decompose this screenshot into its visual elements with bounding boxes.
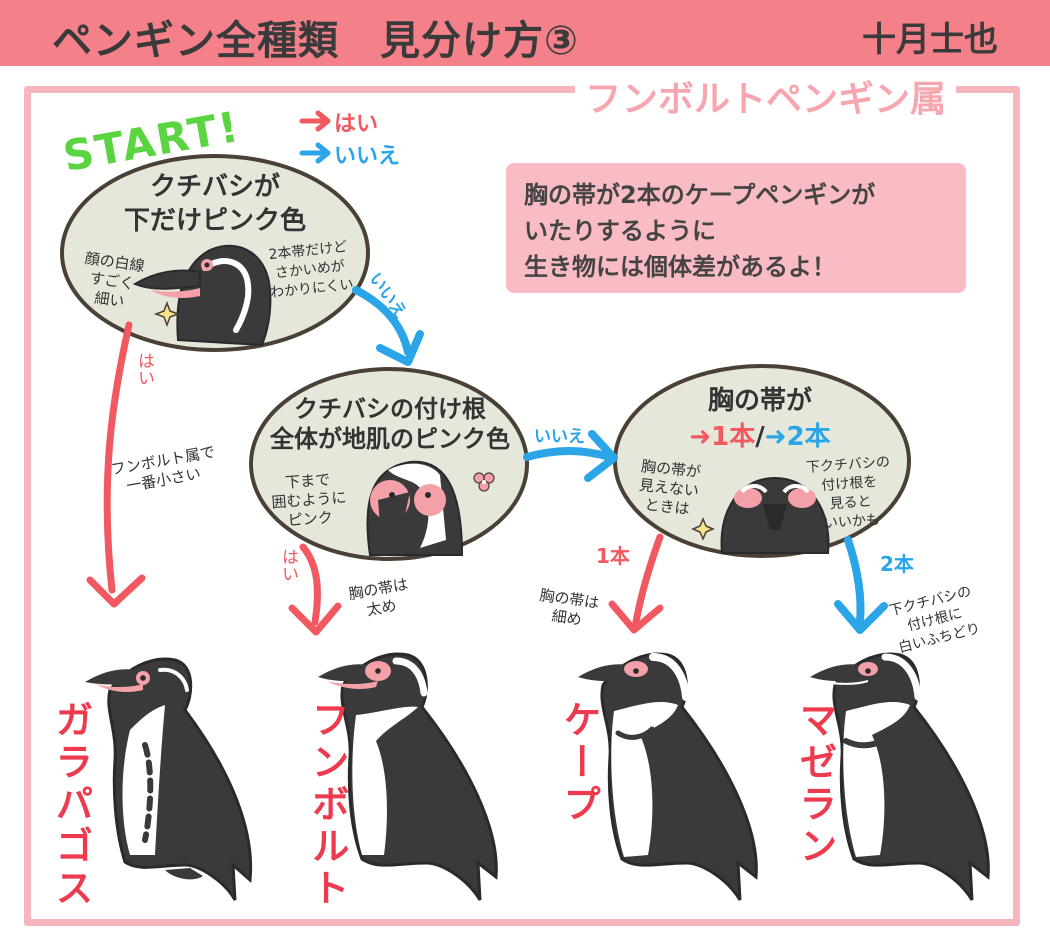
sparkle-icon	[153, 300, 181, 328]
legend-no-arrow	[299, 142, 331, 164]
branch-label-q3-one: 1本	[596, 544, 630, 568]
option-one-arrow: ➜	[689, 422, 712, 452]
arrow-q1-no	[352, 286, 412, 356]
species-cape: ケープ	[557, 700, 601, 826]
q3-left-note: 胸の帯が 見えない ときは	[623, 456, 714, 522]
arrow-q2-no	[523, 447, 614, 461]
arrow-q3-one-head	[608, 600, 664, 634]
branch-label-q2-no: いいえ	[534, 427, 585, 447]
option-slash: /	[755, 422, 765, 452]
sparkle-icon	[691, 517, 715, 541]
arrow-q3-one	[632, 533, 664, 626]
q3-right-note: 下クチバシの 付け根を 見ると いいかも	[797, 453, 902, 536]
legend-no-label: いいえ	[334, 144, 401, 169]
legend-yes-label: はい	[334, 112, 379, 137]
branch-label-q1-yes: はい	[134, 352, 154, 386]
author-name: 十月士也	[862, 20, 998, 60]
species-galapagos: ガラパゴス	[49, 700, 93, 910]
option-one-label: 1本	[711, 422, 756, 452]
branch-label-q3-two: 2本	[880, 552, 914, 576]
penguin-galapagos	[85, 657, 253, 901]
penguin-head-q3	[720, 476, 830, 554]
question-2-line: 全体が地肌のピンク色	[270, 425, 510, 453]
species-magellan: マゼラン	[793, 700, 837, 868]
penguin-cape	[578, 652, 758, 901]
arrow-q1-yes-head	[86, 574, 146, 608]
branch-label-q2-yes: はい	[278, 548, 298, 582]
flower-icon	[473, 472, 495, 492]
q1-left-note: 顔の白線 すごく 細い	[68, 248, 155, 316]
arrow-q3-two	[844, 536, 865, 626]
penguin-magellan	[810, 652, 990, 901]
question-1-line: 下だけピンク色	[123, 206, 306, 236]
header-bar	[0, 0, 1050, 66]
question-1-line: クチバシが	[149, 172, 280, 202]
species-humboldt: フンボルト	[305, 700, 349, 910]
note-box: 胸の帯が2本のケープペンギンが いたりするように 生き物には個体差があるよ！	[506, 163, 966, 293]
question-2-line: クチバシの付け根	[294, 395, 486, 423]
arrow-q2-yes-head	[288, 602, 342, 636]
question-1-text: クチバシが 下だけピンク色	[90, 170, 340, 238]
legend-yes-arrow	[299, 110, 331, 132]
penguin-head-q1	[132, 244, 272, 347]
arrow-q3-two-head	[834, 600, 888, 634]
question-3-title: 胸の帯が	[707, 386, 812, 416]
arrow-q2-yes	[299, 543, 321, 626]
penguin-head-q2	[366, 460, 464, 556]
note-line: いたりするように	[524, 217, 716, 245]
question-2-text: クチバシの付け根 全体が地肌のピンク色	[250, 394, 530, 454]
q1-right-note: 2本帯だけど さかいめが わかりにくい	[257, 237, 362, 304]
arrow-q2-no-head	[584, 430, 618, 482]
note-line: 生き物には個体差があるよ！	[524, 253, 836, 281]
content-frame	[24, 86, 1020, 926]
option-two-label: 2本	[786, 422, 831, 452]
arrow-q1-no-head	[376, 330, 424, 366]
penguin-humboldt	[318, 652, 498, 901]
genus-title: フンボルトペンギン属	[575, 70, 956, 122]
option-two-arrow: ➜	[764, 422, 787, 452]
arrow-q1-yes	[103, 321, 133, 594]
page-title: ペンギン全種類 見分け方③	[52, 18, 579, 64]
q2-left-note: 下まで 囲むように ピンク	[262, 469, 356, 532]
question-3-options: ➜1本/➜2本	[655, 416, 865, 453]
legend: はい いいえ	[300, 106, 400, 170]
note-line: 胸の帯が2本のケープペンギンが	[524, 181, 876, 209]
